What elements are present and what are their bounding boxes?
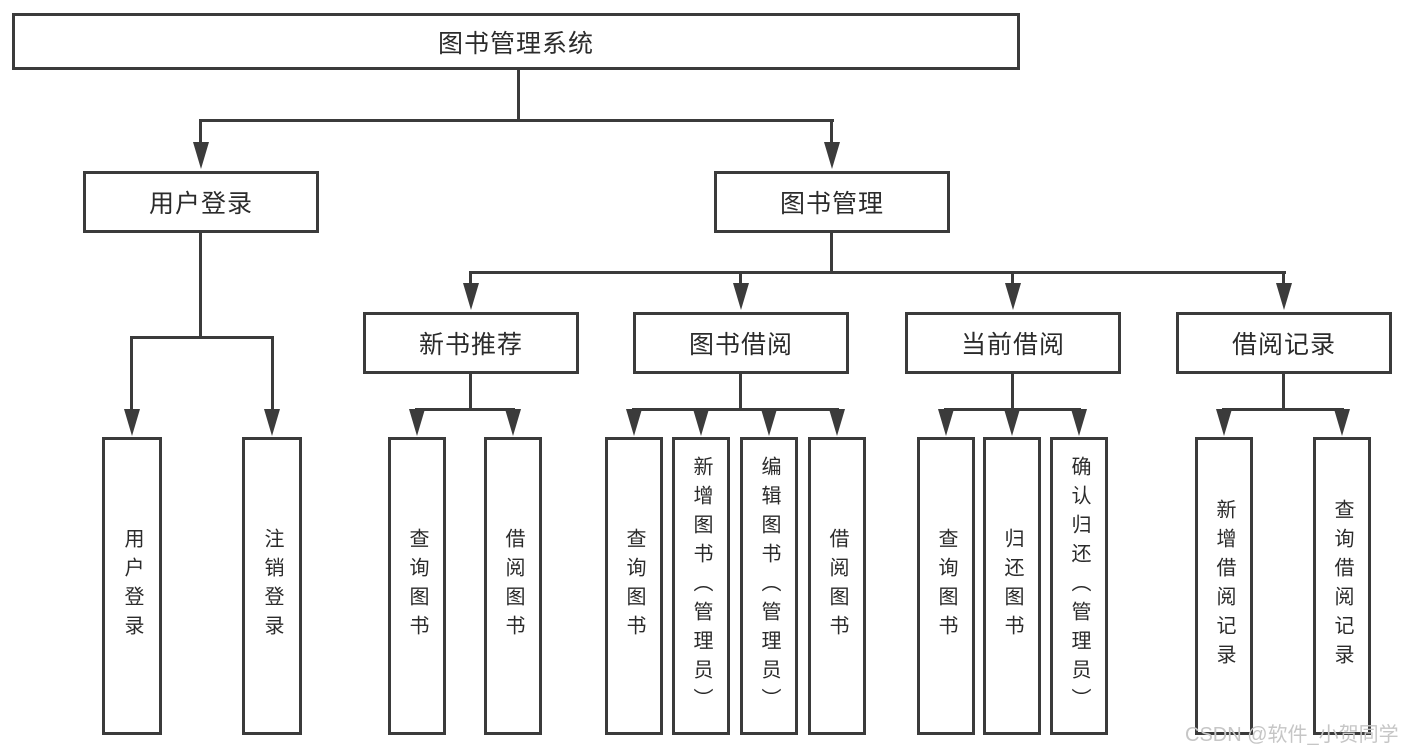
connector-root-drop-left (199, 119, 202, 143)
node-user-login-label: 用户登录 (148, 190, 253, 218)
connector-l3-drop-1 (469, 271, 472, 285)
arrowhead-to-query-borrow-record (1334, 409, 1350, 436)
connector-root-bar (200, 119, 834, 122)
leaf-borrow-books-2-label: 借阅图书 (826, 528, 848, 644)
connector-book-management-stem (830, 233, 833, 271)
node-book-borrow-label: 图书借阅 (688, 331, 793, 359)
arrowhead-to-add-book (693, 409, 709, 436)
arrowhead-to-current-borrow (1005, 283, 1021, 310)
node-current-borrow-label: 当前借阅 (960, 331, 1065, 359)
arrowhead-to-user-login (193, 142, 209, 169)
leaf-query-books-2: 查询图书 (605, 437, 663, 735)
arrowhead-to-query-books-1 (409, 409, 425, 436)
connector-borrow-records-bar (1222, 408, 1344, 411)
arrowhead-to-new-book-recommend (463, 283, 479, 310)
arrowhead-to-leaf-logout (264, 409, 280, 436)
leaf-return-book: 归还图书 (983, 437, 1041, 735)
leaf-borrow-books-1-label: 借阅图书 (502, 528, 524, 644)
leaf-query-books-1-label: 查询图书 (406, 528, 428, 644)
connector-user-login-drop-1 (130, 336, 133, 410)
connector-new-book-stem (469, 374, 472, 408)
leaf-query-borrow-record: 查询借阅记录 (1313, 437, 1371, 735)
connector-new-book-bar (415, 408, 515, 411)
arrowhead-to-borrow-books-1 (505, 409, 521, 436)
leaf-return-book-label: 归还图书 (1001, 528, 1023, 644)
leaf-query-books-2-label: 查询图书 (623, 528, 645, 644)
arrowhead-to-leaf-user-login (124, 409, 140, 436)
node-user-login: 用户登录 (83, 171, 319, 233)
connector-book-management-bar (469, 271, 1286, 274)
node-current-borrow: 当前借阅 (905, 312, 1121, 374)
node-book-management: 图书管理 (714, 171, 950, 233)
leaf-edit-book-admin-label: 编辑图书（管理员） (758, 455, 780, 717)
node-book-borrow: 图书借阅 (633, 312, 849, 374)
arrowhead-to-confirm-return (1071, 409, 1087, 436)
arrowhead-to-borrow-books-2 (829, 409, 845, 436)
connector-l3-drop-3 (1011, 271, 1014, 285)
connector-book-borrow-bar (632, 408, 839, 411)
connector-l3-drop-2 (739, 271, 742, 285)
node-borrow-records-label: 借阅记录 (1231, 331, 1336, 359)
arrowhead-to-borrow-records (1276, 283, 1292, 310)
arrowhead-to-edit-book (761, 409, 777, 436)
leaf-add-borrow-record: 新增借阅记录 (1195, 437, 1253, 735)
connector-root-stem (517, 70, 520, 119)
leaf-add-borrow-record-label: 新增借阅记录 (1213, 499, 1235, 673)
leaf-user-login: 用户登录 (102, 437, 162, 735)
node-borrow-records: 借阅记录 (1176, 312, 1392, 374)
connector-l3-drop-4 (1282, 271, 1285, 285)
leaf-confirm-return-admin-label: 确认归还（管理员） (1068, 455, 1090, 717)
arrowhead-to-book-management (824, 142, 840, 169)
leaf-add-book-admin: 新增图书（管理员） (672, 437, 730, 735)
leaf-borrow-books-1: 借阅图书 (484, 437, 542, 735)
connector-user-login-stem (199, 233, 202, 336)
connector-root-drop-right (830, 119, 833, 143)
leaf-query-borrow-record-label: 查询借阅记录 (1331, 499, 1353, 673)
leaf-query-books-3: 查询图书 (917, 437, 975, 735)
node-new-book-recommend: 新书推荐 (363, 312, 579, 374)
leaf-edit-book-admin: 编辑图书（管理员） (740, 437, 798, 735)
arrowhead-to-query-books-3 (938, 409, 954, 436)
node-root-label: 图书管理系统 (437, 29, 594, 58)
leaf-user-login-label: 用户登录 (121, 528, 143, 644)
arrowhead-to-return-book (1004, 409, 1020, 436)
leaf-logout-label: 注销登录 (261, 528, 283, 644)
connector-book-borrow-stem (739, 374, 742, 408)
node-new-book-recommend-label: 新书推荐 (418, 331, 523, 359)
connector-borrow-records-stem (1282, 374, 1285, 408)
leaf-query-books-3-label: 查询图书 (935, 528, 957, 644)
node-book-management-label: 图书管理 (779, 190, 884, 218)
leaf-logout: 注销登录 (242, 437, 302, 735)
connector-current-borrow-stem (1011, 374, 1014, 408)
csdn-watermark: CSDN @软件_小贺同学 (1185, 724, 1399, 746)
arrowhead-to-add-borrow-record (1216, 409, 1232, 436)
leaf-add-book-admin-label: 新增图书（管理员） (690, 455, 712, 717)
arrowhead-to-query-books-2 (626, 409, 642, 436)
node-root: 图书管理系统 (12, 13, 1020, 70)
connector-user-login-bar (130, 336, 274, 339)
arrowhead-to-book-borrow (733, 283, 749, 310)
connector-user-login-drop-2 (271, 336, 274, 410)
leaf-borrow-books-2: 借阅图书 (808, 437, 866, 735)
leaf-confirm-return-admin: 确认归还（管理员） (1050, 437, 1108, 735)
leaf-query-books-1: 查询图书 (388, 437, 446, 735)
